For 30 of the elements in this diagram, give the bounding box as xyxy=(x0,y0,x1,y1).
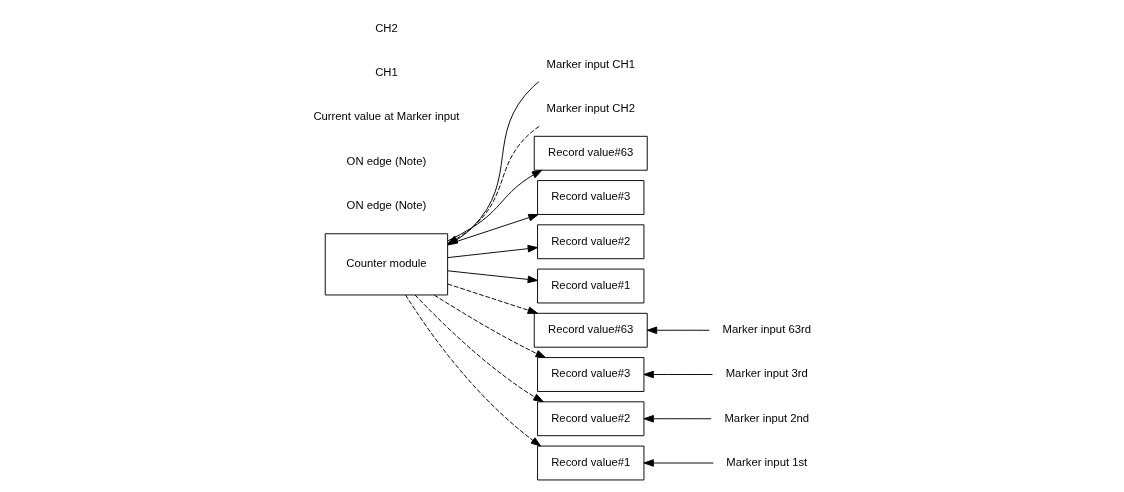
node-box: Counter module xyxy=(324,233,448,296)
label: CH2 xyxy=(374,21,398,34)
arrow xyxy=(433,294,546,358)
node-box: Record value#63 xyxy=(533,312,648,348)
node-text: Marker input 63rd xyxy=(722,323,811,336)
arrow xyxy=(446,244,538,259)
arrow xyxy=(414,294,544,403)
arrow xyxy=(404,294,541,447)
node-box: Record value#2 xyxy=(536,401,644,437)
arrow xyxy=(446,283,538,314)
arrow xyxy=(646,326,710,335)
node-text: Marker input 1st xyxy=(725,455,807,468)
label: ON edge (Note) xyxy=(346,198,426,211)
arrow xyxy=(643,459,714,467)
node-box: Record value#1 xyxy=(536,445,644,481)
arrow xyxy=(643,415,712,423)
node-box: Record value#63 xyxy=(533,135,648,171)
label: CH1 xyxy=(374,66,398,79)
node-text: Marker input CH2 xyxy=(546,101,635,114)
arrow xyxy=(446,270,538,284)
node-box: Record value#3 xyxy=(536,357,644,392)
label: Current value at Marker input xyxy=(312,110,459,123)
label: ON edge (Note) xyxy=(346,154,426,167)
node-box: Record value#1 xyxy=(536,268,644,304)
node-text: Marker input CH1 xyxy=(546,57,635,70)
node-text: Marker input 2nd xyxy=(723,411,809,424)
node-box: Record value#2 xyxy=(536,224,644,260)
arrow xyxy=(643,370,713,379)
node-box: Record value#3 xyxy=(536,180,644,215)
node-text: Marker input 3rd xyxy=(725,367,808,380)
